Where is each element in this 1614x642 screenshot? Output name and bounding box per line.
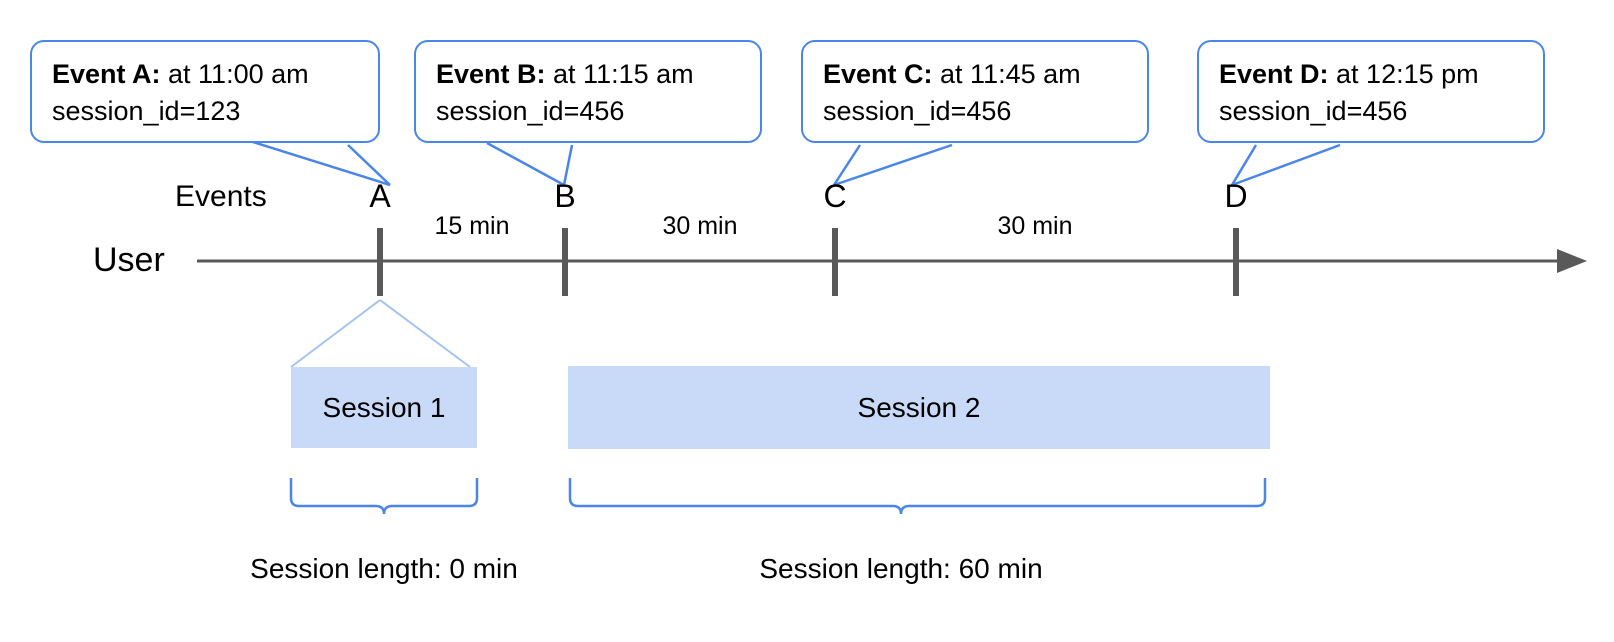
callout-tail-c [832,143,953,187]
callout-a-lead: Event A: [52,59,161,89]
session-box-1[interactable]: Session 1 [291,367,477,448]
callout-c-time: at 11:45 am [932,59,1081,89]
session-2-length-label: Session length: 60 min [759,553,1043,584]
session-box-2-label: Session 2 [857,391,981,423]
callout-a-time: at 11:00 am [160,59,309,89]
callout-b-session: session_id=456 [436,96,625,127]
callout-d-time: at 12:15 pm [1328,59,1479,89]
events-row-label: Events [175,180,267,213]
callout-event-b[interactable]: Event B: at 11:15 am session_id=456 [414,40,762,143]
session1-funnel [290,299,471,368]
callout-b-lead: Event B: [436,59,546,89]
session-1-length-label: Session length: 0 min [250,553,518,584]
callout-event-d[interactable]: Event D: at 12:15 pm session_id=456 [1197,40,1545,143]
session-box-2[interactable]: Session 2 [568,366,1270,449]
callout-tail-b [486,141,574,187]
event-letter-a: A [369,178,391,214]
user-axis-label: User [93,241,165,279]
session2-brace [568,478,1267,515]
callout-c-lead: Event C: [823,59,933,89]
event-letter-d: D [1224,178,1248,214]
callout-a-session: session_id=123 [52,96,241,127]
gap-label-ab: 15 min [434,212,510,240]
callout-event-a[interactable]: Event A: at 11:00 am session_id=123 [30,40,380,143]
callout-tail-a [252,140,391,187]
gap-label-cd: 30 min [997,212,1073,240]
session-box-1-label: Session 1 [322,391,446,423]
callout-tail-d [1230,143,1341,187]
callout-event-c[interactable]: Event C: at 11:45 am session_id=456 [801,40,1149,143]
event-letter-c: C [823,178,847,214]
event-letter-b: B [554,178,576,214]
gap-label-bc: 30 min [662,212,738,240]
callout-d-session: session_id=456 [1219,96,1408,127]
callout-d-lead: Event D: [1219,59,1329,89]
callout-c-session: session_id=456 [823,96,1012,127]
session1-brace [289,478,479,515]
callout-b-time: at 11:15 am [545,59,694,89]
